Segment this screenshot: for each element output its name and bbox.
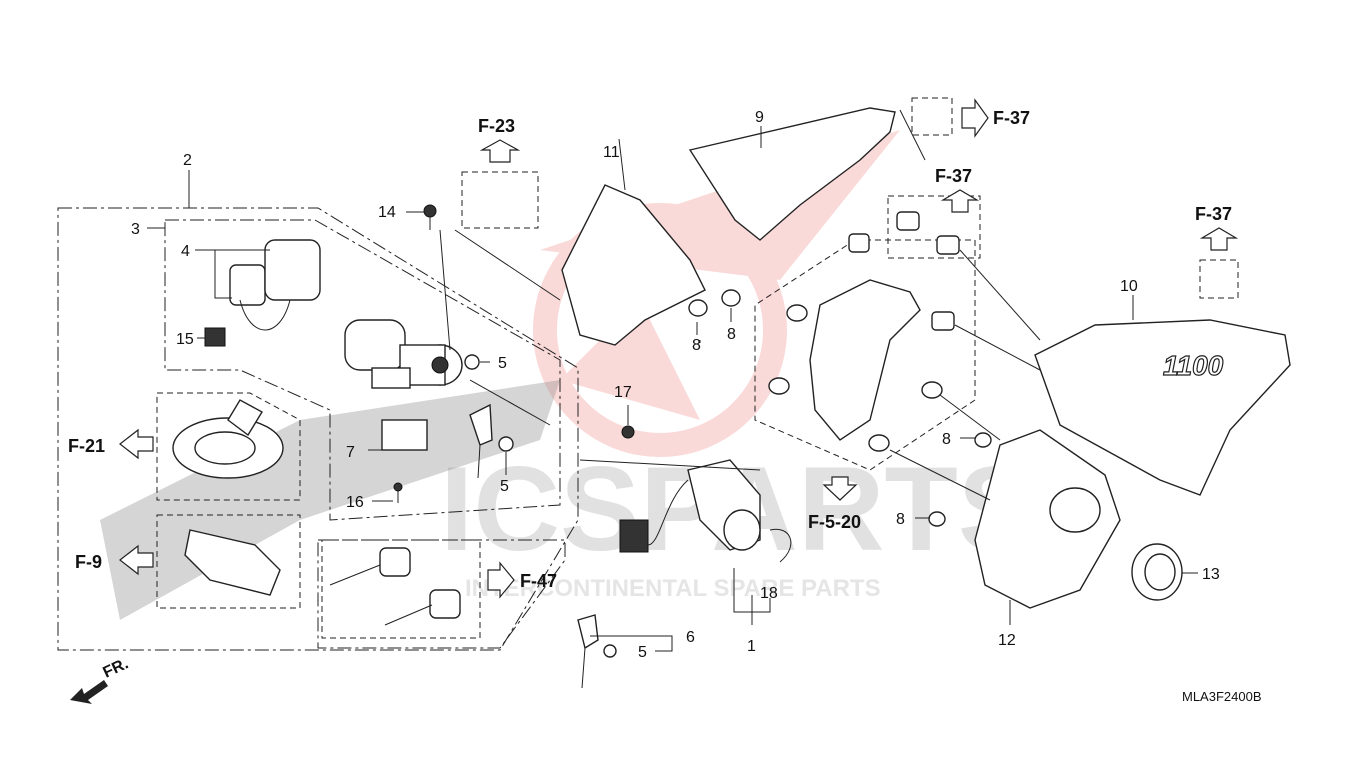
assembly-3-boundary [164, 219, 561, 521]
cover-9 [688, 107, 896, 241]
diagram-code: MLA3F2400B [1182, 689, 1262, 704]
svg-text:F-37: F-37 [1195, 204, 1232, 224]
mount-bracket [809, 279, 921, 441]
ref-f21[interactable]: F-21 [68, 428, 154, 460]
callout-7: 7 [346, 444, 355, 461]
callout-14: 14 [378, 204, 396, 221]
callout-5a: 5 [498, 355, 507, 372]
screw-14 [423, 204, 437, 230]
callout-8b: 8 [727, 326, 736, 343]
callout-17: 17 [614, 384, 632, 401]
ref-f520[interactable]: F-5-20 [808, 476, 861, 532]
callout-5c: 5 [638, 644, 647, 661]
ref-f37-mid[interactable]: F-37 [935, 166, 980, 213]
callout-13: 13 [1202, 566, 1220, 583]
svg-text:F-5-20: F-5-20 [808, 512, 861, 532]
watermark-tagline: INTERCONTINENTAL SPARE PARTS [465, 575, 881, 602]
assembly-2-boundary [57, 207, 579, 651]
f37-right-box [1199, 259, 1239, 299]
fuel-cap-box [156, 392, 301, 501]
callout-11: 11 [603, 144, 620, 161]
callout-12: 12 [998, 632, 1016, 649]
callout-8d: 8 [896, 511, 905, 528]
ignition-switch [344, 319, 463, 389]
ref-f23[interactable]: F-23 [478, 116, 521, 163]
grommets [688, 211, 992, 527]
callout-16: 16 [346, 494, 364, 511]
washer-5a [464, 354, 480, 370]
side-cover-10 [1034, 319, 1291, 496]
ref-f37-right[interactable]: F-37 [1195, 204, 1239, 251]
callout-4: 4 [181, 243, 190, 260]
callout-15: 15 [176, 331, 194, 348]
front-arrow-icon: FR. [70, 655, 131, 704]
f37-top-box [911, 97, 953, 136]
key-upper [469, 403, 493, 479]
front-label: FR. [101, 655, 132, 681]
key-lower [577, 614, 599, 689]
screw-16 [393, 482, 403, 503]
callout-8a: 8 [692, 337, 701, 354]
callout-8c: 8 [942, 431, 951, 448]
callout-18: 18 [760, 585, 778, 602]
f23-box [461, 171, 539, 229]
callout-5b: 5 [500, 478, 509, 495]
washer-5c [603, 644, 617, 658]
svg-text:F-21: F-21 [68, 436, 105, 456]
ref-f9[interactable]: F-9 [75, 544, 154, 576]
seat-lock-box [156, 514, 301, 609]
washer-5b [498, 436, 514, 452]
callout-numbers: 2 3 4 15 14 7 16 5 5 5 6 11 9 8 8 8 8 10… [131, 109, 1220, 661]
ref-f37-top[interactable]: F-37 [961, 98, 1030, 138]
callout-10: 10 [1120, 278, 1138, 295]
cover-11 [561, 184, 706, 346]
clip-18 [769, 528, 792, 563]
screw-17 [621, 425, 635, 439]
callout-2: 2 [183, 152, 192, 169]
svg-text:F-9: F-9 [75, 552, 102, 572]
ref-f47[interactable]: F-47 [487, 561, 557, 599]
bracket-7 [381, 419, 428, 451]
ring-13-inner [1144, 553, 1176, 591]
svg-text:F-37: F-37 [935, 166, 972, 186]
lock-cylinders [329, 547, 461, 626]
svg-text:F-23: F-23 [478, 116, 515, 136]
bracket-box [754, 239, 976, 471]
seat-lock [184, 529, 281, 596]
callout-3: 3 [131, 221, 140, 238]
cover-12-hole [1049, 487, 1101, 533]
lock-set-boundary [317, 539, 566, 649]
callout-1: 1 [747, 638, 756, 655]
cylinder-box [321, 539, 481, 639]
svg-text:F-37: F-37 [993, 108, 1030, 128]
cover-12 [974, 429, 1121, 609]
callout-6: 6 [686, 629, 695, 646]
switch-wire [204, 239, 321, 347]
fuel-cap [172, 399, 284, 479]
leader-lines [147, 109, 1198, 652]
callout-9: 9 [755, 109, 764, 126]
badge-1100: 1100 [1163, 350, 1224, 381]
key-switch-1 [619, 459, 761, 553]
svg-text:F-47: F-47 [520, 571, 557, 591]
